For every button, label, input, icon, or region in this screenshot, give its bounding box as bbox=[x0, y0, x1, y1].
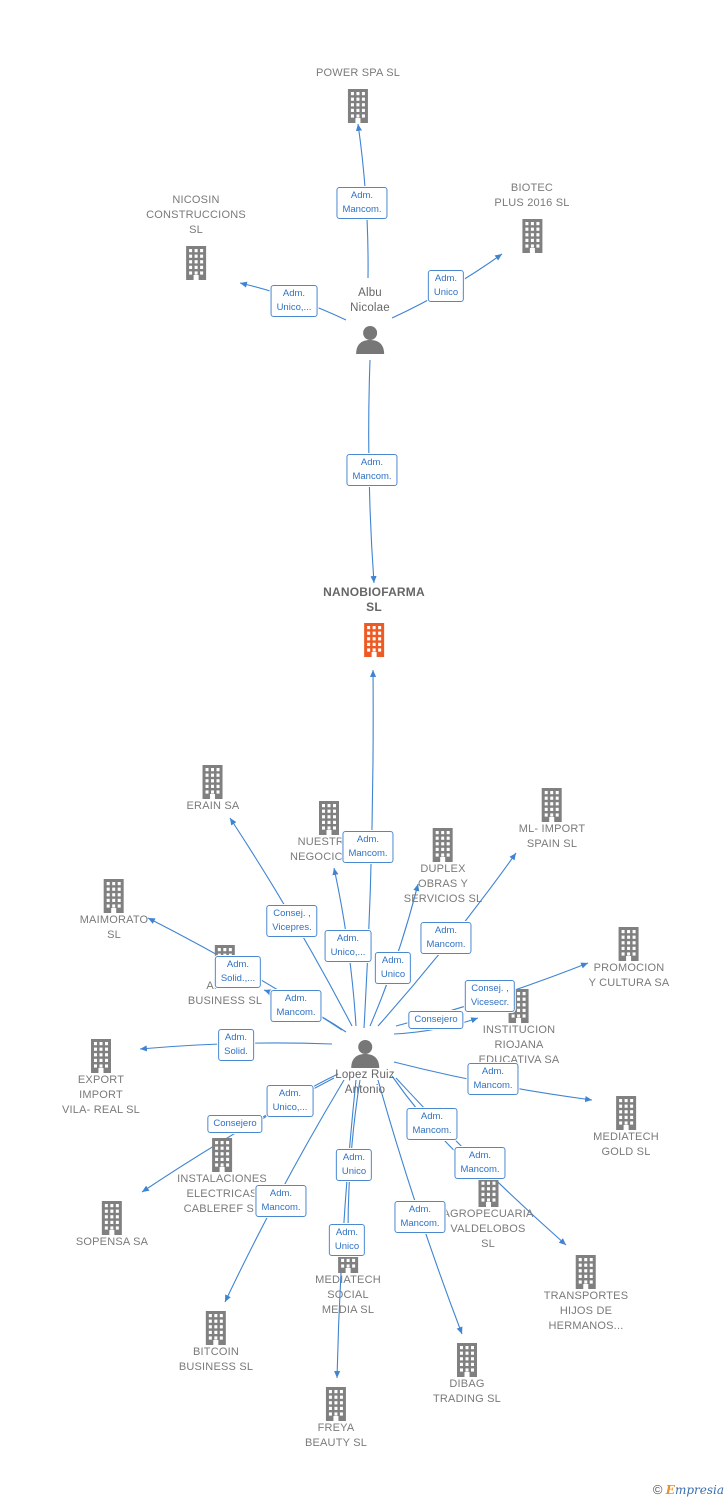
node-erain[interactable]: ERAIN SA bbox=[187, 765, 240, 814]
node-label: SOPENSA SA bbox=[75, 1236, 149, 1248]
edge-label-lopez-anjo[interactable]: Adm. Mancom. bbox=[270, 990, 322, 1022]
building-icon bbox=[102, 1201, 122, 1235]
edge-label-albu-power[interactable]: Adm. Mancom. bbox=[336, 187, 388, 219]
edge-label-lopez-mediagold[interactable]: Adm. Mancom. bbox=[467, 1063, 519, 1095]
node-label: BITCOIN BUSINESS SL bbox=[178, 1346, 254, 1373]
person-icon bbox=[350, 1040, 379, 1068]
building-icon bbox=[348, 89, 368, 123]
node-label: POWER SPA SL bbox=[315, 67, 401, 79]
node-institucion[interactable]: INSTITUCION RIOJANA EDUCATIVA SA bbox=[479, 989, 560, 1068]
edge-label-lopez-bitcoin[interactable]: Adm. Mancom. bbox=[255, 1185, 307, 1217]
node-label: BIOTEC PLUS 2016 SL bbox=[494, 182, 570, 209]
edge-label-albu-nanobiofarma[interactable]: Adm. Mancom. bbox=[346, 454, 398, 486]
edge-label-lopez-erain[interactable]: Consej. , Vicepres. bbox=[266, 905, 318, 937]
node-bitcoin[interactable]: BITCOIN BUSINESS SL bbox=[179, 1311, 253, 1375]
node-mlimport[interactable]: ML- IMPORT SPAIN SL bbox=[519, 788, 586, 852]
node-agropecuaria[interactable]: AGROPECUARIA VALDELOBOS SL bbox=[442, 1173, 533, 1252]
node-label: FREYA BEAUTY SL bbox=[304, 1422, 368, 1449]
building-icon bbox=[319, 801, 339, 835]
node-freya[interactable]: FREYA BEAUTY SL bbox=[305, 1387, 367, 1451]
node-label: MEDIATECH SOCIAL MEDIA SL bbox=[315, 1274, 381, 1316]
node-mediagold[interactable]: MEDIATECH GOLD SL bbox=[593, 1096, 659, 1160]
edge-label-lopez-institucion[interactable]: Consejero bbox=[408, 1011, 464, 1029]
node-label: ERAIN SA bbox=[186, 800, 240, 812]
node-sopensa[interactable]: SOPENSA SA bbox=[76, 1201, 148, 1250]
building-icon bbox=[456, 1343, 477, 1377]
edge-label-lopez-mediasocial[interactable]: Adm. Unico bbox=[335, 1149, 373, 1181]
node-promocion[interactable]: PROMOCION Y CULTURA SA bbox=[589, 927, 670, 991]
building-icon bbox=[522, 219, 542, 253]
building-icon bbox=[363, 623, 384, 657]
edge-label-lopez-nanobiofarma[interactable]: Adm. Mancom. bbox=[342, 831, 394, 863]
node-label: INSTALACIONES ELECTRICAS CABLEREF SL bbox=[177, 1173, 267, 1215]
building-icon bbox=[615, 1096, 636, 1130]
edge-label-lopez-duplex[interactable]: Adm. Unico bbox=[374, 952, 412, 984]
building-icon bbox=[212, 1138, 232, 1172]
node-label: DUPLEX OBRAS Y SERVICIOS SL bbox=[403, 863, 483, 905]
edge-label-lopez-nuestros[interactable]: Adm. Unico,... bbox=[324, 930, 372, 962]
edge-label-lopez-mlimport[interactable]: Adm. Mancom. bbox=[420, 922, 472, 954]
edge-label-lopez-freya[interactable]: Adm. Unico bbox=[328, 1224, 366, 1256]
person-icon bbox=[355, 326, 384, 354]
building-icon bbox=[326, 1387, 346, 1421]
node-biotec[interactable]: BIOTEC PLUS 2016 SL bbox=[494, 181, 569, 253]
node-export[interactable]: EXPORT IMPORT VILA- REAL SL bbox=[62, 1039, 140, 1118]
building-icon bbox=[433, 828, 453, 862]
edge-label-lopez-agropecuaria[interactable]: Adm. Mancom. bbox=[406, 1108, 458, 1140]
edge-label-lopez-sopensa[interactable]: Consejero bbox=[207, 1115, 263, 1133]
node-label: TRANSPORTES HIJOS DE HERMANOS... bbox=[543, 1290, 629, 1332]
node-nicosin[interactable]: NICOSIN CONSTRUCCIONS SL bbox=[146, 193, 246, 280]
node-label: Albu Nicolae bbox=[350, 287, 390, 314]
node-power[interactable]: POWER SPA SL bbox=[316, 66, 400, 123]
building-icon bbox=[104, 879, 124, 913]
building-icon bbox=[618, 927, 639, 961]
building-icon bbox=[541, 788, 562, 822]
node-label: NANOBIOFARMA SL bbox=[323, 585, 425, 614]
edge-label-lopez-transportes[interactable]: Adm. Mancom. bbox=[454, 1147, 506, 1179]
edge-label-albu-biotec[interactable]: Adm. Unico bbox=[427, 270, 465, 302]
building-icon bbox=[186, 246, 206, 280]
edge-label-albu-nicosin[interactable]: Adm. Unico,... bbox=[270, 285, 318, 317]
node-label: ML- IMPORT SPAIN SL bbox=[518, 823, 586, 850]
edge-label-lopez-promocion[interactable]: Consej. , Vicesecr. bbox=[464, 980, 516, 1012]
node-dibag[interactable]: DIBAG TRADING SL bbox=[433, 1343, 501, 1407]
node-label: Lopez Ruiz Antonio bbox=[335, 1069, 395, 1096]
node-label: DIBAG TRADING SL bbox=[432, 1378, 502, 1405]
node-duplex[interactable]: DUPLEX OBRAS Y SERVICIOS SL bbox=[404, 828, 483, 907]
edge-label-lopez-dibag[interactable]: Adm. Mancom. bbox=[394, 1201, 446, 1233]
node-label: MEDIATECH GOLD SL bbox=[593, 1131, 659, 1158]
node-label: EXPORT IMPORT VILA- REAL SL bbox=[61, 1074, 141, 1116]
node-nanobiofarma[interactable]: NANOBIOFARMA SL bbox=[323, 585, 425, 657]
node-instalaciones[interactable]: INSTALACIONES ELECTRICAS CABLEREF SL bbox=[177, 1138, 267, 1217]
edge-label-lopez-instalaciones[interactable]: Adm. Unico,... bbox=[266, 1085, 314, 1117]
credit: © Empresia bbox=[653, 1482, 724, 1497]
building-icon bbox=[575, 1255, 596, 1289]
node-maimorato[interactable]: MAIMORATO SL bbox=[80, 879, 149, 943]
edge-label-lopez-maimorato[interactable]: Adm. Solid.,... bbox=[214, 956, 262, 988]
node-label: MAIMORATO SL bbox=[79, 914, 149, 941]
node-label: PROMOCION Y CULTURA SA bbox=[588, 962, 670, 989]
node-label: NICOSIN CONSTRUCCIONS SL bbox=[146, 194, 246, 236]
brand-logo[interactable]: Empresia bbox=[665, 1483, 724, 1497]
building-icon bbox=[202, 765, 223, 799]
building-icon bbox=[90, 1039, 111, 1073]
building-icon bbox=[206, 1311, 226, 1345]
node-transportes[interactable]: TRANSPORTES HIJOS DE HERMANOS... bbox=[544, 1255, 629, 1334]
node-lopez[interactable]: Lopez Ruiz Antonio bbox=[335, 1038, 395, 1098]
copyright-symbol: © bbox=[652, 1482, 663, 1497]
node-label: INSTITUCION RIOJANA EDUCATIVA SA bbox=[478, 1024, 560, 1066]
edge-label-lopez-export[interactable]: Adm. Solid. bbox=[218, 1029, 254, 1061]
node-label: AGROPECUARIA VALDELOBOS SL bbox=[442, 1208, 534, 1250]
node-albu[interactable]: Albu Nicolae bbox=[350, 286, 390, 354]
